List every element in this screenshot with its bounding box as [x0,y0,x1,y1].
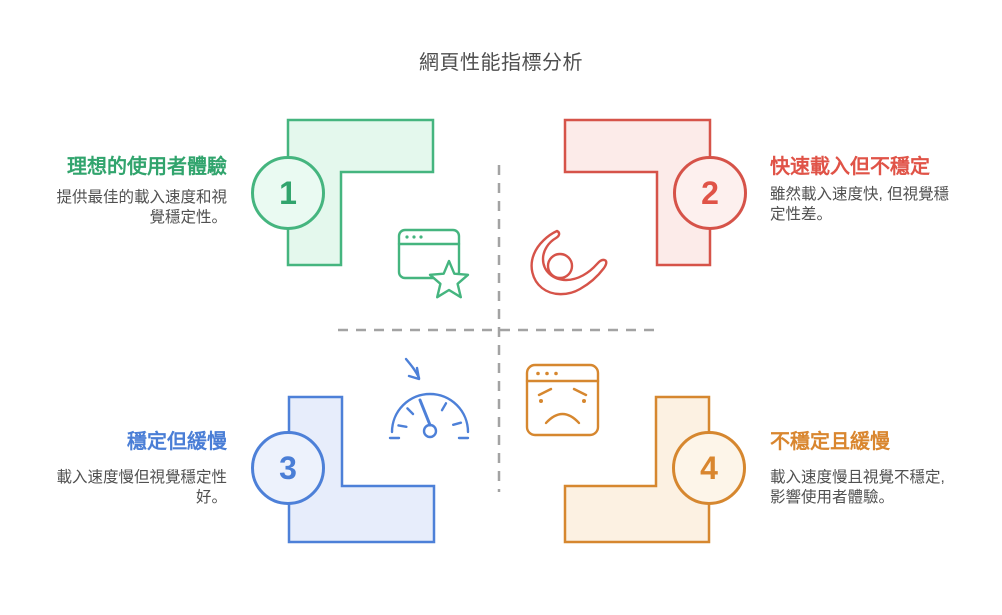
angry-browser-icon [525,363,600,437]
quadrant-4-description-line: 載入速度慢且視覺不穩定, [770,469,945,486]
quadrant-3-heading: 穩定但緩慢 [127,431,227,453]
quadrant-1-description: 提供最佳的載入速度和視 覺穩定性。 [30,188,227,228]
quadrant-4-text: 不穩定且緩慢 載入速度慢且視覺不穩定, 影響使用者體驗。 [770,430,970,508]
page-title: 網頁性能指標分析 [419,52,583,74]
quadrant-1-description-line: 提供最佳的載入速度和視 [56,189,227,206]
quadrant-1-number-badge: 1 [251,156,325,230]
quadrant-4-heading: 不穩定且緩慢 [770,431,890,453]
quadrant-2-description-line: 定性差。 [770,206,833,223]
swirl-icon [530,229,608,296]
quadrant-4-shape [563,395,711,544]
quadrant-2-number: 2 [701,174,719,211]
speedometer-arrow-icon [388,357,470,440]
quadrant-3-number-badge: 3 [251,431,325,505]
quadrant-3-description-line: 載入速度慢但視覺穩定性 [56,469,227,486]
quadrant-3-description-line: 好。 [195,489,227,506]
quadrant-2-description: 雖然載入速度快, 但視覺穩 定性差。 [770,185,970,225]
quadrant-1-text: 理想的使用者體驗 提供最佳的載入速度和視 覺穩定性。 [30,155,227,228]
quadrant-1-shape [286,118,435,267]
quadrant-1-heading: 理想的使用者體驗 [67,156,227,178]
quadrant-2-description-line: 雖然載入速度快, 但視覺穩 [770,186,950,203]
quadrant-4-number-badge: 4 [672,431,746,505]
quadrant-3-description: 載入速度慢但視覺穩定性 好。 [30,468,227,508]
quadrant-3-shape [287,395,436,544]
quadrant-1-description-line: 覺穩定性。 [149,209,227,226]
quadrant-4-description-line: 影響使用者體驗。 [770,489,895,506]
quadrant-1-number: 1 [279,174,297,211]
browser-star-icon [397,228,470,299]
quadrant-3-text: 穩定但緩慢 載入速度慢但視覺穩定性 好。 [30,430,227,508]
quadrant-2-number-badge: 2 [673,156,747,230]
quadrant-2-heading: 快速載入但不穩定 [770,156,930,178]
quadrant-2-text: 快速載入但不穩定 雖然載入速度快, 但視覺穩 定性差。 [770,155,970,225]
quadrant-4-description: 載入速度慢且視覺不穩定, 影響使用者體驗。 [770,468,970,508]
quadrant-3-number: 3 [279,449,297,486]
quadrant-2-shape [563,118,712,267]
quadrant-4-number: 4 [700,449,718,486]
